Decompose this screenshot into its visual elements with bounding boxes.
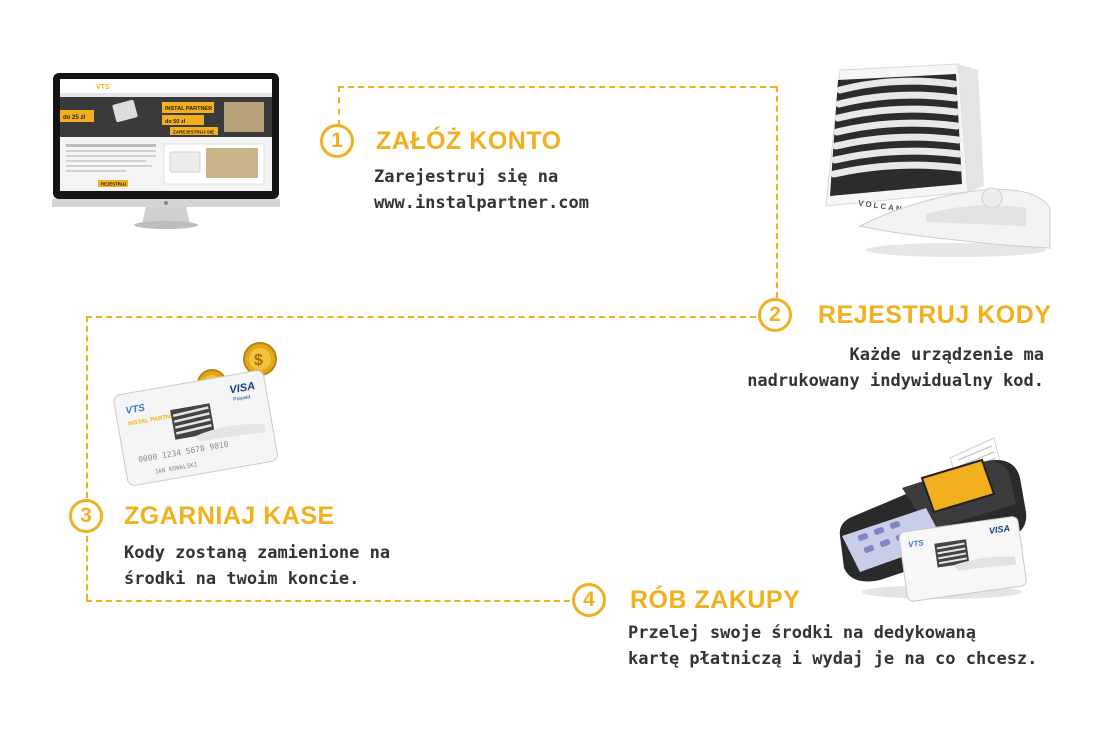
path-middle bbox=[86, 316, 756, 318]
visa-card-illustration: $ $ VTS INSTAL PARTNER VISA Prepaid 0000… bbox=[113, 342, 278, 486]
monitor-banner-price-1: do 25 zł bbox=[63, 115, 85, 121]
heater-illustration: VOLCANO bbox=[825, 63, 1051, 257]
step-2-description: Każde urządzenie ma nadrukowany indywidu… bbox=[747, 342, 1044, 394]
monitor-banner-title: INSTAL PARTNER bbox=[165, 106, 212, 112]
step-3-number-badge: 3 bbox=[69, 499, 103, 533]
step-1-description-line-2: www.instalpartner.com bbox=[374, 193, 589, 213]
path-top bbox=[338, 86, 776, 88]
payment-terminal-illustration: VTS VISA bbox=[839, 437, 1027, 602]
terminal-card-brand: VISA bbox=[988, 523, 1010, 536]
step-4-description-line-1: Przelej swoje środki na dedykowaną bbox=[628, 623, 976, 643]
step-1-title: ZAŁÓŻ KONTO bbox=[376, 127, 562, 155]
card-brand: VISA bbox=[229, 380, 256, 396]
step-2-description-line-2: nadrukowany indywidualny kod. bbox=[747, 371, 1044, 391]
path-bottom bbox=[86, 600, 570, 602]
step-3-description-line-2: środki na twoim koncie. bbox=[124, 569, 360, 589]
monitor-banner-price-2: do 50 zł bbox=[165, 119, 186, 125]
monitor-illustration: VTS do 25 zł INSTAL PARTNER do 50 zł ZAR… bbox=[52, 73, 280, 229]
path-top-left-drop bbox=[338, 86, 340, 126]
step-1-description: Zarejestruj się na www.instalpartner.com bbox=[374, 164, 589, 216]
step-1-description-line-1: Zarejestruj się na bbox=[374, 167, 559, 187]
step-2-description-line-1: Każde urządzenie ma bbox=[849, 345, 1044, 365]
path-left-lower bbox=[86, 536, 88, 600]
card-issuer: VTS bbox=[125, 403, 146, 417]
path-left-upper bbox=[86, 316, 88, 498]
step-2-title: REJESTRUJ KODY bbox=[818, 301, 1052, 329]
monitor-site-logo: VTS bbox=[96, 84, 110, 91]
step-4-description: Przelej swoje środki na dedykowaną kartę… bbox=[628, 620, 1037, 672]
step-3-description-line-1: Kody zostaną zamienione na bbox=[124, 543, 391, 563]
step-2-number-badge: 2 bbox=[758, 298, 792, 332]
coin-icon-1: $ bbox=[254, 352, 263, 369]
step-4-title: RÓB ZAKUPY bbox=[630, 586, 801, 614]
step-4-description-line-2: kartę płatniczą i wydaj je na co chcesz. bbox=[628, 649, 1038, 669]
step-3-title: ZGARNIAJ KASE bbox=[124, 502, 335, 530]
terminal-card-issuer: VTS bbox=[908, 538, 925, 549]
monitor-banner-button: ZAREJESTRUJ SIĘ bbox=[173, 130, 214, 135]
step-3-description: Kody zostaną zamienione na środki na two… bbox=[124, 540, 390, 592]
path-right bbox=[776, 86, 778, 298]
card-brand-sub: Prepaid bbox=[233, 394, 251, 403]
monitor-cta-button: REJESTRUJ bbox=[101, 182, 127, 187]
step-4-number-badge: 4 bbox=[572, 583, 606, 617]
step-1-number-badge: 1 bbox=[320, 124, 354, 158]
